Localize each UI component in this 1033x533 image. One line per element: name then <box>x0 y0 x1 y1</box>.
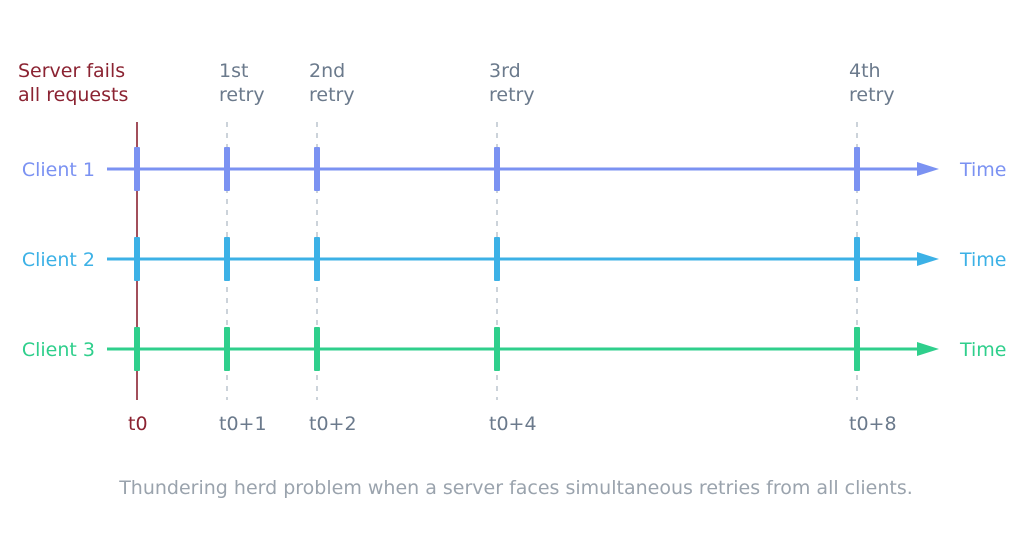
timeline-arrowhead <box>917 342 939 356</box>
retry-label-line-1: 2nd <box>309 60 345 82</box>
tick-label-t0: t0 <box>128 413 148 435</box>
initial-request-marker <box>134 147 140 191</box>
tick-label: t0+1 <box>219 413 267 435</box>
time-axis-label: Time <box>959 339 1007 361</box>
retry-label-line-1: 3rd <box>489 60 521 82</box>
client-row-1 <box>107 147 939 191</box>
timeline-arrowhead <box>917 252 939 266</box>
retry-marker-3 <box>494 147 500 191</box>
retry-marker-3 <box>494 327 500 371</box>
retry-marker-2 <box>314 147 320 191</box>
client-label: Client 3 <box>22 339 95 361</box>
retry-marker-3 <box>494 237 500 281</box>
server-fails-label-line-2: all requests <box>18 84 128 106</box>
retry-marker-1 <box>224 237 230 281</box>
retry-marker-1 <box>224 147 230 191</box>
tick-label: t0+4 <box>489 413 537 435</box>
client-label: Client 1 <box>22 159 95 181</box>
retry-marker-4 <box>854 327 860 371</box>
tick-label: t0+8 <box>849 413 897 435</box>
client-row-3 <box>107 327 939 371</box>
time-axis-label: Time <box>959 159 1007 181</box>
retry-label-line-1: 4th <box>849 60 881 82</box>
retry-marker-4 <box>854 147 860 191</box>
timeline-arrowhead <box>917 162 939 176</box>
initial-request-marker <box>134 327 140 371</box>
initial-request-marker <box>134 237 140 281</box>
client-label: Client 2 <box>22 249 95 271</box>
retry-marker-4 <box>854 237 860 281</box>
tick-label: t0+2 <box>309 413 357 435</box>
caption: Thundering herd problem when a server fa… <box>118 477 913 499</box>
retry-marker-2 <box>314 237 320 281</box>
retry-label-line-2: retry <box>849 84 895 106</box>
retry-marker-1 <box>224 327 230 371</box>
time-axis-label: Time <box>959 249 1007 271</box>
retry-label-line-2: retry <box>219 84 265 106</box>
retry-marker-2 <box>314 327 320 371</box>
retry-label-line-1: 1st <box>219 60 248 82</box>
client-row-2 <box>107 237 939 281</box>
server-fails-label-line-1: Server fails <box>18 60 125 82</box>
retry-label-line-2: retry <box>309 84 355 106</box>
retry-label-line-2: retry <box>489 84 535 106</box>
